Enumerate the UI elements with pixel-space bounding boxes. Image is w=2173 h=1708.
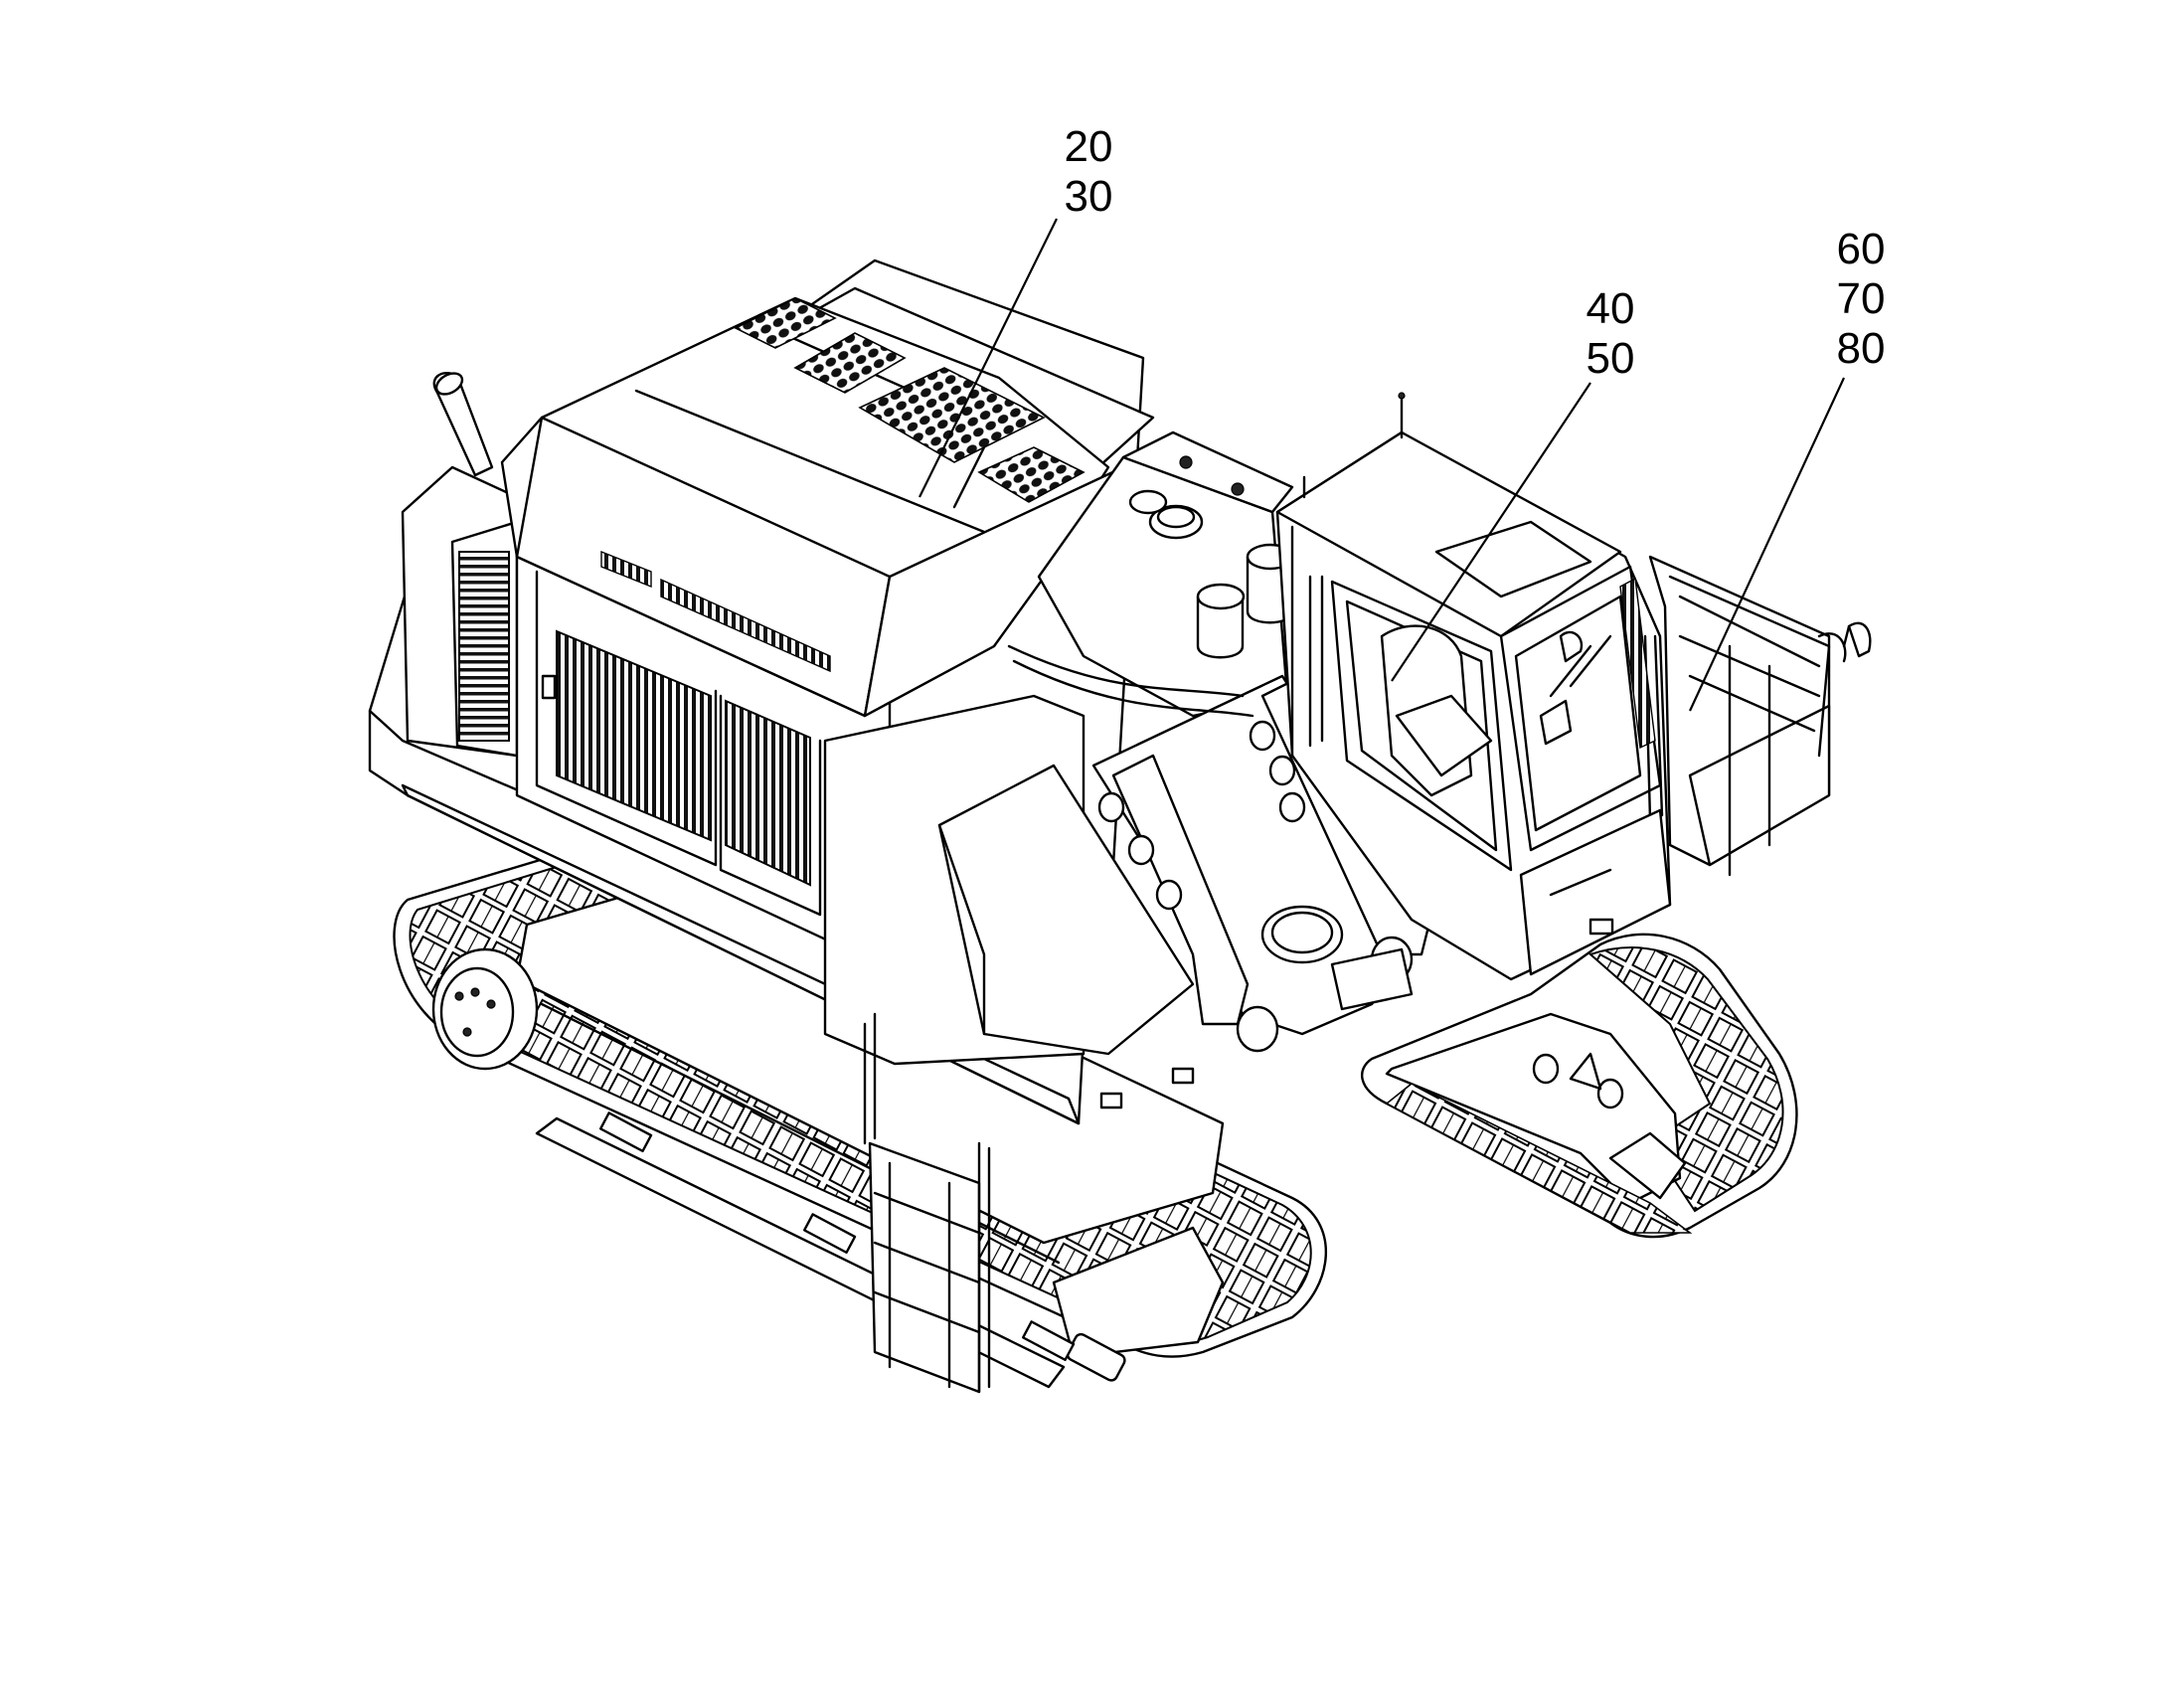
callout-a-line-1: 20 xyxy=(1065,122,1113,171)
leader-line-b xyxy=(1391,382,1591,682)
callout-a-line-2: 30 xyxy=(1065,172,1113,221)
callout-c-line-2: 70 xyxy=(1837,274,1886,323)
operator-cab xyxy=(1275,392,1672,981)
callout-c-line-3: 80 xyxy=(1837,324,1886,373)
callout-label-b: 40 50 xyxy=(1587,284,1635,383)
callout-label-c: 60 70 80 xyxy=(1837,225,1886,373)
callout-c-line-1: 60 xyxy=(1837,225,1886,273)
leader-line-c xyxy=(1689,377,1845,712)
service-platform xyxy=(1648,555,1872,877)
callout-b-line-1: 40 xyxy=(1587,284,1635,333)
right-crawler-track xyxy=(1361,933,1798,1239)
callout-b-line-2: 50 xyxy=(1587,334,1635,383)
leader-line-a xyxy=(919,218,1058,498)
callout-label-a: 20 30 xyxy=(1065,122,1113,221)
